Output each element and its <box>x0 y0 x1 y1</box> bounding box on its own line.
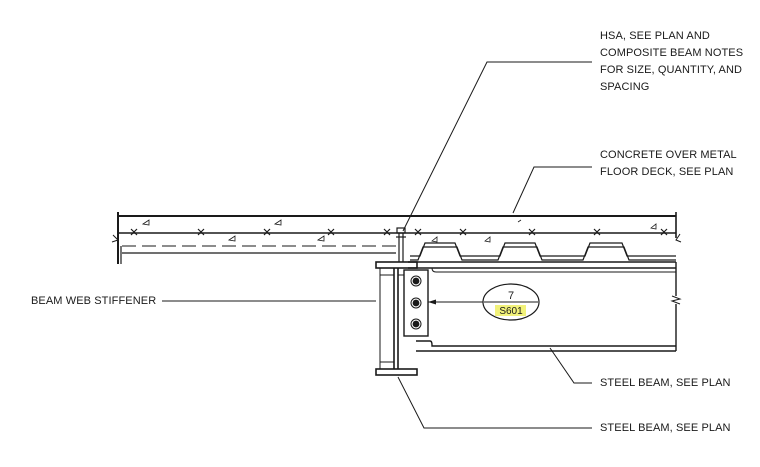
concrete-note-line-2: FLOOR DECK, SEE PLAN <box>600 166 734 178</box>
detail-tag[interactable]: 7 S601 <box>482 283 540 321</box>
detail-number: 7 <box>508 290 514 302</box>
shear-tab-connection <box>398 269 429 337</box>
concrete-note: CONCRETE OVER METAL FLOOR DECK, SEE PLAN <box>600 147 737 181</box>
hsa-note-line-1: HSA, SEE PLAN AND <box>600 30 710 42</box>
reinforcement-marks <box>130 228 668 236</box>
right-metal-deck <box>410 242 676 261</box>
hsa-note-line-4: SPACING <box>600 81 650 93</box>
hsa-note: HSA, SEE PLAN AND COMPOSITE BEAM NOTES F… <box>600 28 743 96</box>
stiffener-note: BEAM WEB STIFFENER <box>31 295 157 307</box>
concrete-leader <box>512 166 592 214</box>
hsa-note-line-2: COMPOSITE BEAM NOTES <box>600 47 744 59</box>
concrete-slab <box>111 212 682 264</box>
girder-section <box>375 261 418 376</box>
hsa-leader <box>402 61 592 232</box>
detail-sheet-reference: S601 <box>499 306 523 317</box>
steel-beam-note-1: STEEL BEAM, SEE PLAN <box>600 377 731 389</box>
concrete-note-line-1: CONCRETE OVER METAL <box>600 149 737 161</box>
aggregate-hatch <box>141 219 657 243</box>
left-metal-deck <box>122 245 396 254</box>
leader-lines <box>162 61 592 429</box>
steel-beam-2-leader <box>397 376 592 429</box>
steel-beam-1-leader <box>549 347 592 384</box>
supported-beam <box>408 261 682 352</box>
steel-beam-note-2: STEEL BEAM, SEE PLAN <box>600 422 731 434</box>
headed-stud-anchor <box>396 227 406 262</box>
hsa-note-line-3: FOR SIZE, QUANTITY, AND <box>600 64 743 76</box>
